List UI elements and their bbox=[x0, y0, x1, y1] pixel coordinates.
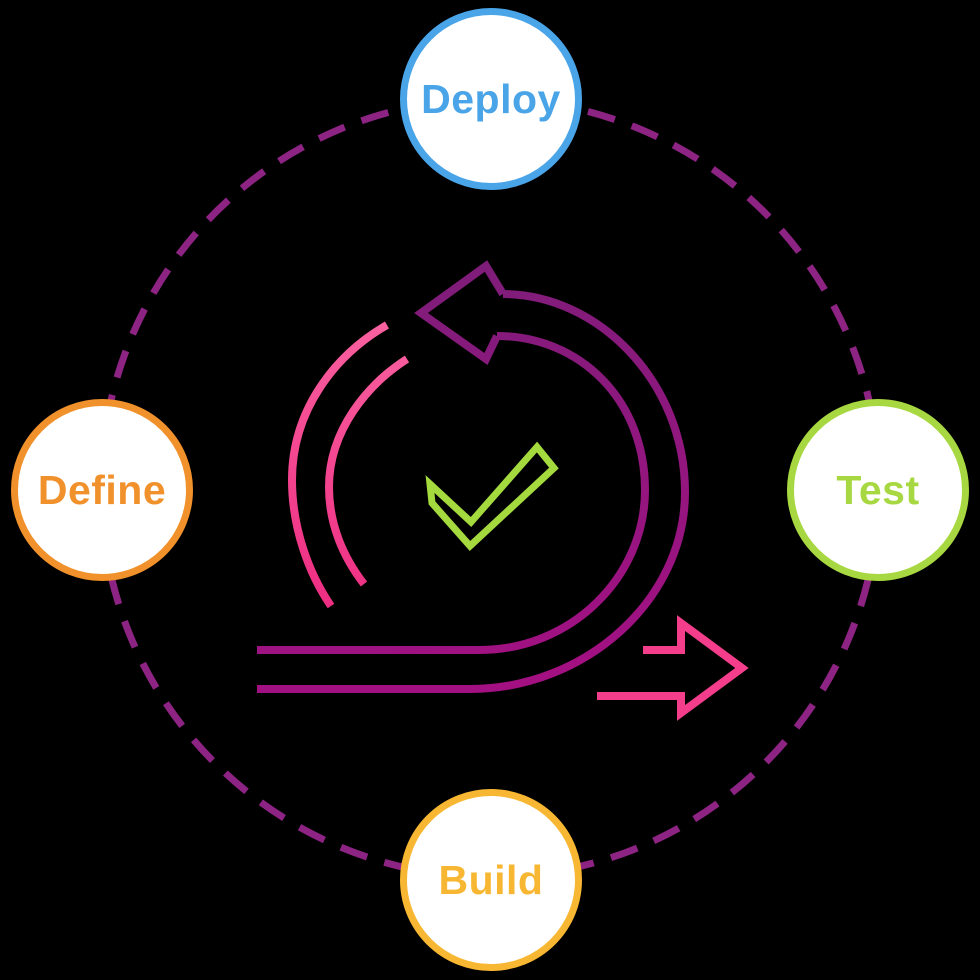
agile-sprint-loop-icon bbox=[257, 260, 749, 721]
forward-arrow-icon bbox=[597, 615, 749, 721]
loop-inner-edge bbox=[257, 332, 649, 654]
node-deploy: Deploy bbox=[400, 8, 582, 190]
node-define: Define bbox=[11, 399, 193, 581]
checkmark-icon bbox=[425, 441, 559, 552]
node-build-label: Build bbox=[438, 856, 544, 903]
node-test: Test bbox=[787, 399, 969, 581]
inner-arc-outer bbox=[287, 321, 390, 609]
node-deploy-label: Deploy bbox=[421, 75, 561, 122]
loop-arrowhead-left-icon bbox=[414, 260, 507, 366]
inner-arc-inner bbox=[324, 355, 410, 587]
node-build: Build bbox=[400, 789, 582, 971]
node-test-label: Test bbox=[836, 466, 920, 513]
loop-outer-edge bbox=[257, 290, 689, 693]
dashed-cycle-ring bbox=[97, 95, 883, 881]
node-define-label: Define bbox=[37, 466, 167, 513]
